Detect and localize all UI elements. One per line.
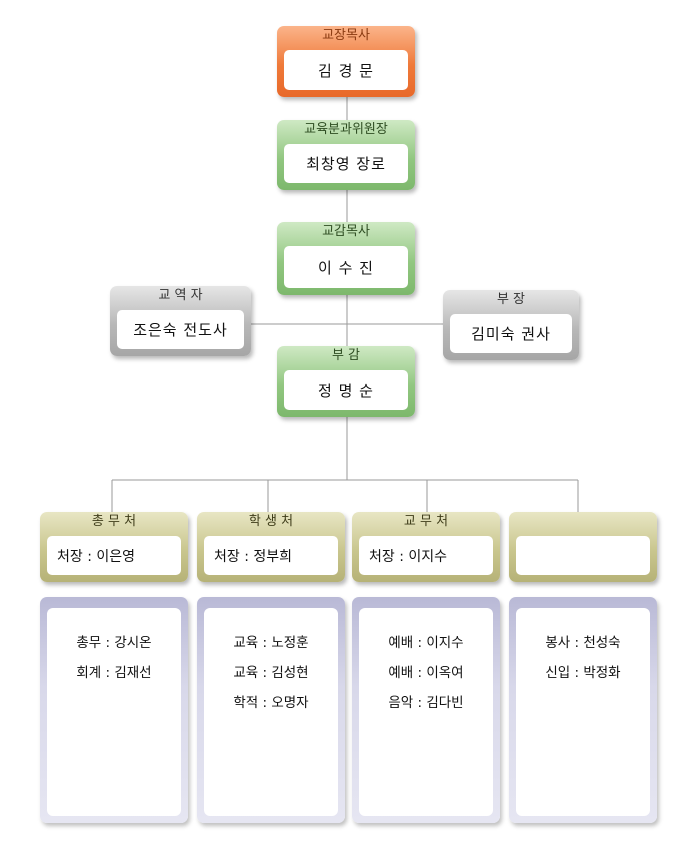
list-item: 봉사 : 천성숙	[545, 635, 621, 651]
dept-student-affairs-members: 교육 : 노정훈 교육 : 김성현 학적 : 오명자	[197, 597, 345, 823]
dept-head: 처장 : 이지수	[359, 536, 493, 575]
dept-general-affairs: 총 무 처 처장 : 이은영	[40, 512, 188, 582]
dept-service	[509, 512, 657, 582]
dept-student-affairs: 학 생 처 처장 : 정부희	[197, 512, 345, 582]
node-vice-principal-name: 이 수 진	[284, 246, 408, 288]
dept-head: 처장 : 이은영	[47, 536, 181, 575]
node-committee-name: 최창영 장로	[284, 144, 408, 183]
dept-title: 교 무 처	[403, 514, 449, 529]
list-item: 음악 : 김다빈	[388, 695, 464, 711]
dept-academic-affairs: 교 무 처 처장 : 이지수	[352, 512, 500, 582]
dept-head	[516, 536, 650, 575]
dept-title: 학 생 처	[248, 514, 294, 529]
list-item: 교육 : 노정훈	[233, 635, 309, 651]
dept-title: 총 무 처	[91, 514, 137, 529]
node-pastor-title: 교장목사	[322, 28, 370, 43]
node-supervisor-title: 부 감	[331, 348, 361, 363]
dept-academic-affairs-members: 예배 : 이지수 예배 : 이옥여 음악 : 김다빈	[352, 597, 500, 823]
node-committee: 교육분과위원장 최창영 장로	[277, 120, 415, 190]
list-item: 회계 : 김재선	[76, 665, 152, 681]
node-pastor: 교장목사 김 경 문	[277, 26, 415, 97]
node-supervisor: 부 감 정 명 순	[277, 346, 415, 417]
node-supervisor-name: 정 명 순	[284, 370, 408, 410]
node-deputy-name: 김미숙 권사	[450, 314, 572, 353]
node-deputy-title: 부 장	[496, 292, 526, 307]
dept-general-affairs-members: 총무 : 강시온 회계 : 김재선	[40, 597, 188, 823]
node-committee-title: 교육분과위원장	[304, 122, 388, 137]
dept-service-members: 봉사 : 천성숙 신입 : 박정화	[509, 597, 657, 823]
node-minister: 교 역 자 조은숙 전도사	[110, 286, 251, 356]
node-minister-title: 교 역 자	[158, 288, 203, 303]
node-minister-name: 조은숙 전도사	[117, 310, 244, 349]
member-list: 총무 : 강시온 회계 : 김재선	[47, 608, 181, 816]
member-list: 교육 : 노정훈 교육 : 김성현 학적 : 오명자	[204, 608, 338, 816]
node-vice-principal-title: 교감목사	[322, 224, 370, 239]
list-item: 교육 : 김성현	[233, 665, 309, 681]
dept-head: 처장 : 정부희	[204, 536, 338, 575]
list-item: 예배 : 이지수	[388, 635, 464, 651]
member-list: 봉사 : 천성숙 신입 : 박정화	[516, 608, 650, 816]
list-item: 신입 : 박정화	[545, 665, 621, 681]
node-vice-principal: 교감목사 이 수 진	[277, 222, 415, 295]
member-list: 예배 : 이지수 예배 : 이옥여 음악 : 김다빈	[359, 608, 493, 816]
list-item: 예배 : 이옥여	[388, 665, 464, 681]
list-item: 총무 : 강시온	[76, 635, 152, 651]
node-pastor-name: 김 경 문	[284, 50, 408, 90]
list-item: 학적 : 오명자	[233, 695, 309, 711]
node-deputy: 부 장 김미숙 권사	[443, 290, 579, 360]
